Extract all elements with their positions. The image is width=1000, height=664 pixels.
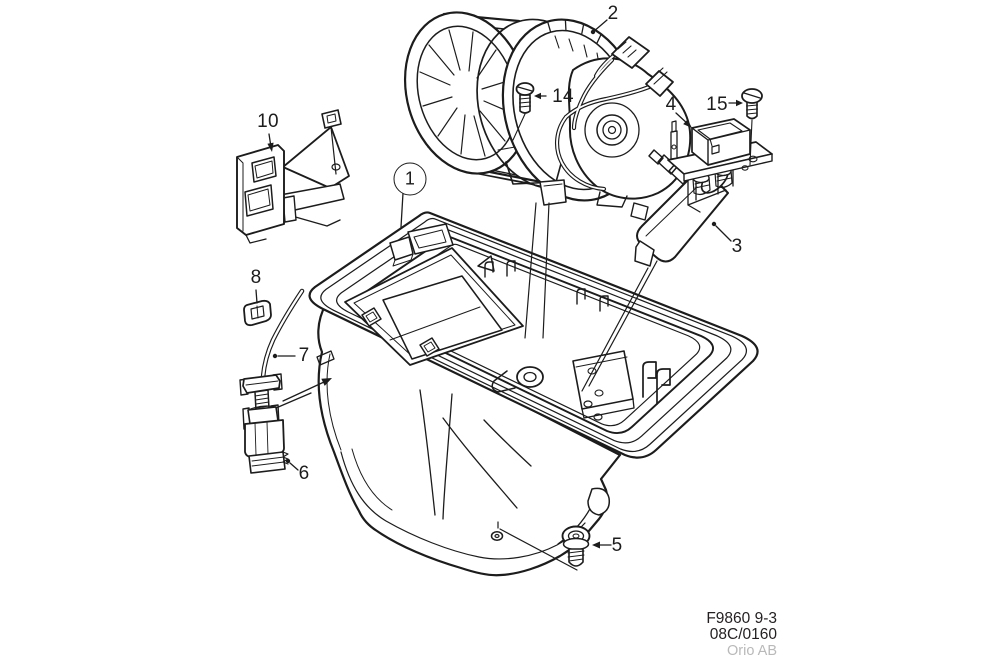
callout-15-screw: 15 xyxy=(706,94,728,115)
housing-interior-illustration xyxy=(344,223,671,421)
callout-8-clip: 8 xyxy=(250,267,262,288)
callout-1-housing: 1 xyxy=(393,162,427,196)
screw-14-illustration xyxy=(512,82,535,141)
resistor-assembly-illustration xyxy=(630,118,773,267)
wire-connector-2-icon xyxy=(645,67,674,97)
temperature-sensor-illustration xyxy=(239,373,289,474)
pointer-arrows xyxy=(275,378,332,409)
mounting-bracket-illustration xyxy=(236,109,350,244)
callout-5-screw: 5 xyxy=(611,535,623,556)
callout-14-screw: 14 xyxy=(552,86,574,107)
callout-4-relay: 4 xyxy=(665,94,677,115)
screw-5-illustration xyxy=(561,525,591,567)
figure-footer: F9860 9-3 08C/0160 Orio AB xyxy=(706,610,777,660)
callout-3-resistor: 3 xyxy=(731,236,743,257)
brand-name: Orio AB xyxy=(727,643,777,659)
capillary-tube-illustration xyxy=(260,288,305,380)
figure-code: F9860 9-3 xyxy=(706,610,777,627)
clip-illustration xyxy=(243,299,272,327)
blower-wiring-illustration xyxy=(555,50,652,192)
callout-7-tube: 7 xyxy=(298,345,310,366)
callout-6-sensor: 6 xyxy=(298,463,310,484)
screw-15-illustration xyxy=(741,88,763,166)
wire-connector-icon xyxy=(611,36,650,69)
leader-lines xyxy=(255,19,743,571)
page-code: 08C/0160 xyxy=(709,626,777,643)
blower-motor-illustration xyxy=(403,9,692,208)
callout-10-bracket: 10 xyxy=(257,111,279,132)
callout-2-blower-motor: 2 xyxy=(607,3,619,24)
